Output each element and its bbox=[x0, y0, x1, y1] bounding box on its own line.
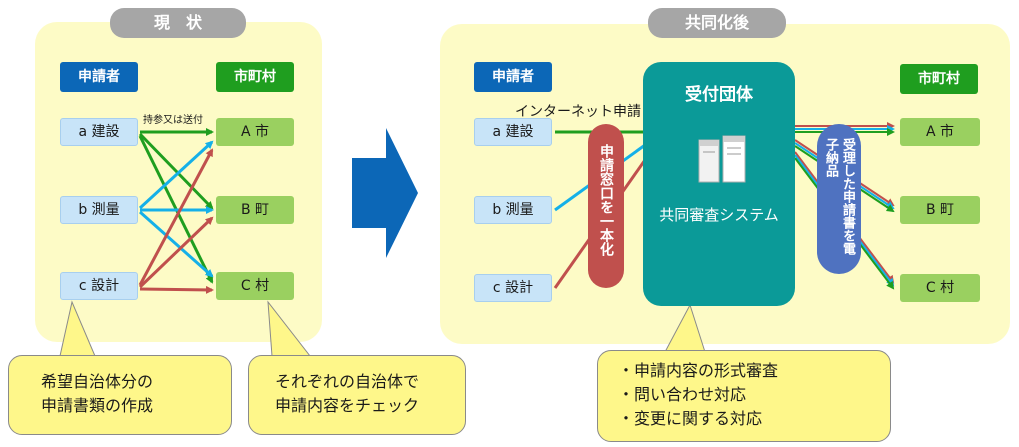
system-label: 共同審査システム bbox=[659, 206, 779, 224]
right-muni-b: B 町 bbox=[900, 196, 980, 224]
callout2-line1: それぞれの自治体で bbox=[275, 372, 420, 391]
right-muni-a: A 市 bbox=[900, 118, 980, 146]
right-muni-label: 市町村 bbox=[900, 64, 978, 94]
callout2: それぞれの自治体で 申請内容をチェック bbox=[248, 355, 466, 435]
right-muni-c: C 村 bbox=[900, 274, 980, 302]
callout1-line1: 希望自治体分の bbox=[41, 372, 154, 391]
left-applicant-a: a 建設 bbox=[60, 118, 138, 146]
server-icon bbox=[698, 135, 746, 183]
callout2-tail bbox=[267, 300, 312, 357]
left-applicant-c: c 設計 bbox=[60, 272, 138, 300]
callout1-tail bbox=[59, 300, 96, 357]
left-arrow-note: 持参又は送付 bbox=[143, 115, 203, 126]
org-title: 受付団体 bbox=[685, 85, 753, 105]
callout3-line3: ・変更に関する対応 bbox=[618, 409, 763, 428]
callout3-tail bbox=[664, 303, 706, 353]
window-pill: 申請窓口を一本化 bbox=[588, 124, 624, 288]
delivery-pill: 受理した申請書を電子納品 bbox=[817, 124, 861, 274]
delivery-pill-text: 受理した申請書を電子納品 bbox=[823, 138, 855, 255]
callout1: 希望自治体分の 申請書類の作成 bbox=[8, 355, 232, 435]
window-pill-text: 申請窓口を一本化 bbox=[598, 144, 614, 256]
current-header: 現 状 bbox=[110, 8, 246, 38]
callout3-line1: ・申請内容の形式審査 bbox=[618, 361, 779, 380]
callout3-line2: ・問い合わせ対応 bbox=[618, 385, 747, 404]
right-applicant-c: c 設計 bbox=[474, 274, 552, 302]
after-header: 共同化後 bbox=[648, 8, 786, 38]
right-applicant-label: 申請者 bbox=[474, 62, 552, 92]
callout3: ・申請内容の形式審査 ・問い合わせ対応 ・変更に関する対応 bbox=[597, 350, 891, 442]
callout1-line2: 申請書類の作成 bbox=[41, 396, 154, 415]
right-applicant-b: b 測量 bbox=[474, 196, 552, 224]
left-applicant-label: 申請者 bbox=[60, 62, 138, 92]
left-applicant-b: b 測量 bbox=[60, 196, 138, 224]
left-muni-b: B 町 bbox=[216, 196, 294, 224]
left-muni-label: 市町村 bbox=[216, 62, 294, 92]
reception-org-box: 受付団体 共同審査システム bbox=[643, 62, 795, 306]
right-applicant-a: a 建設 bbox=[474, 118, 552, 146]
transition-arrow bbox=[352, 128, 418, 258]
internet-label: インターネット申請 bbox=[515, 104, 641, 120]
left-muni-a: A 市 bbox=[216, 118, 294, 146]
left-muni-c: C 村 bbox=[216, 272, 294, 300]
callout2-line2: 申請内容をチェック bbox=[275, 396, 420, 415]
